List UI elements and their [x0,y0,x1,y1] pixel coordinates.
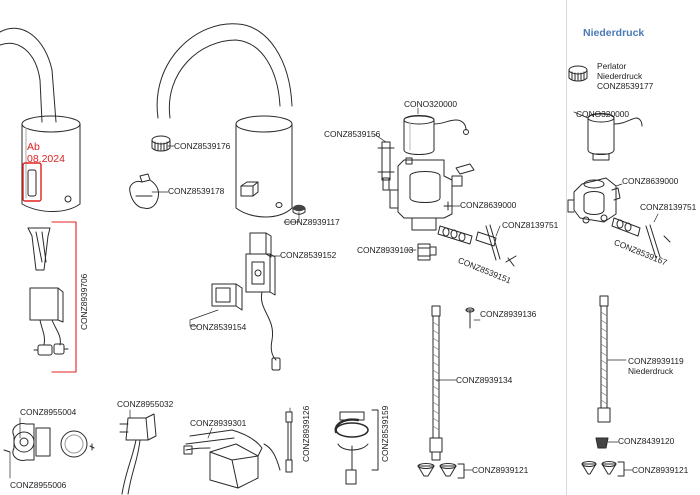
fitting-low-pressure [595,437,609,449]
section-heading-niederdruck: Niederdruck [583,27,645,39]
cartridge-part [437,224,501,261]
solenoid-low-pressure [587,113,643,161]
sensor-module [245,232,281,371]
sensor-cable-kit [27,227,69,356]
small-screw-part [505,255,517,267]
part-label-conz8539152: CONZ8539152 [280,250,337,260]
sensor-window [27,169,37,197]
part-label-conz8939103: CONZ8939103 [357,245,414,255]
faucet-body-center [156,23,293,218]
leader-lines [9,107,659,479]
part-label-conz8439120: CONZ8439120 [618,436,675,446]
hose-note-line-2: Niederdruck [628,366,674,376]
part-label-conz8939117: CONZ8939117 [284,217,340,227]
sensor-window-part [211,283,243,311]
check-valve-part [417,243,437,261]
section-divider [566,0,567,495]
mounting-nuts-center [417,463,457,477]
cartridge-low-pressure [611,217,671,259]
aerator-low-pressure [568,65,588,82]
kit-bracket [51,221,77,373]
hose-note-line-1: CONZ8939119 [628,356,684,366]
part-label-conz8955006: CONZ8955006 [10,480,67,490]
faucet-note-line-2: 08.2024 [27,153,65,165]
valve-body-low-pressure [567,177,621,224]
part-label-conz8955004: CONZ8955004 [20,407,77,417]
part-label-conz8539156: CONZ8539156 [324,129,381,139]
key-tool [129,173,159,209]
mounting-nuts-low-pressure [581,461,617,475]
perlator-note-line-1: Perlator [597,61,627,71]
screw-part [465,307,475,329]
aerator-part [151,135,171,152]
power-adapter [119,413,157,495]
perlator-note-line-2: Niederdruck [597,71,643,81]
part-label-cono320000-b: CONO320000 [576,109,630,119]
screw-valve [443,201,453,211]
part-label-conz8939121-a: CONZ8939121 [472,465,529,475]
fixing-kit-bracket [371,409,379,471]
fixing-kit [334,411,369,485]
nuts-bracket-low-pressure [617,461,625,477]
extension-cable [285,411,293,473]
part-label-conz8939706: CONZ8939706 [79,273,89,330]
part-label-conz8939126: CONZ8939126 [301,405,311,462]
hose-low-pressure [597,295,611,423]
part-label-conz8139751-b: CONZ8139751 [640,202,697,212]
part-label-conz8539176: CONZ8539176 [174,141,231,151]
part-label-conz8639000-b: CONZ8639000 [622,176,679,186]
nuts-bracket-center [457,463,465,479]
part-label-conz8139751-a: CONZ8139751 [502,220,559,230]
mains-module [183,429,281,489]
part-label-conz8539178: CONZ8539178 [168,186,225,196]
part-label-conz8639000-a: CONZ8639000 [460,200,517,210]
part-label-conz8539159: CONZ8539159 [380,405,390,462]
perlator-note-line-3: CONZ8539177 [597,81,654,91]
part-label-conz8939134: CONZ8939134 [456,375,513,385]
faucet-body-left [0,27,81,212]
part-label-conz8939301: CONZ8939301 [190,418,247,428]
valve-body [389,157,475,231]
solenoid-valve-group [377,115,469,191]
part-label-cono320000-a: CONO320000 [404,99,458,109]
faucet-note-line-1: Ab [27,141,40,153]
supply-hose-center [429,305,443,461]
part-label-conz8939121-b: CONZ8939121 [632,465,689,475]
part-label-conz8939136: CONZ8939136 [480,309,537,319]
battery-box [3,423,95,461]
sensor-window-highlight [22,162,42,202]
part-label-conz8539154: CONZ8539154 [190,322,247,332]
part-label-conz8955032: CONZ8955032 [117,399,174,409]
